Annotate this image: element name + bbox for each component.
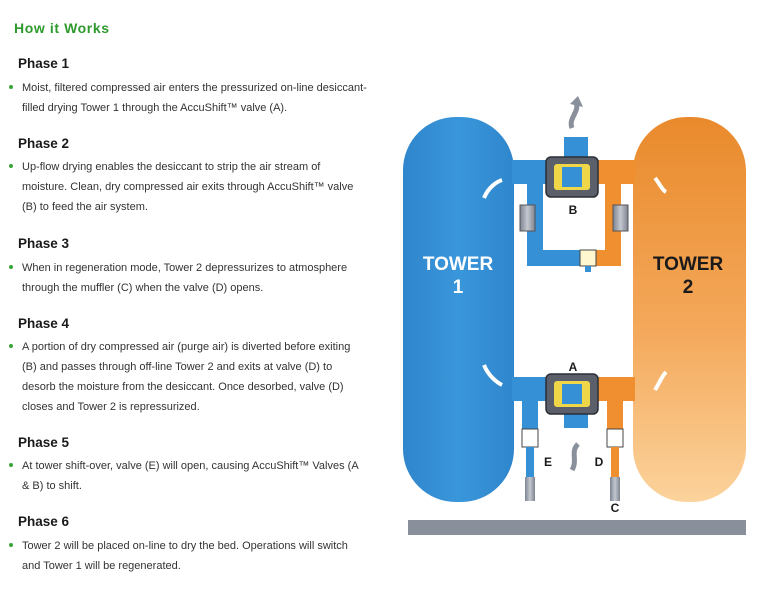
muffler-e-icon: [525, 477, 535, 501]
phase-1-body: Moist, filtered compressed air enters th…: [22, 82, 367, 114]
page-heading: How it Works: [14, 20, 110, 36]
exhaust-arrowhead: [570, 96, 583, 107]
bullet-icon: [9, 463, 13, 467]
valve-e-icon: [521, 428, 539, 448]
drain-pipe-e-lower: [526, 447, 534, 477]
phase-4-title: Phase 4: [18, 316, 70, 331]
label-a: A: [569, 360, 578, 374]
flow-arrow-icon: [653, 370, 668, 392]
valve-d-icon: [606, 428, 624, 448]
top-pipe-right: [597, 160, 635, 184]
inlet-arrow-icon: [569, 442, 580, 472]
label-c: C: [611, 501, 620, 515]
phase-6-body: Tower 2 will be placed on-line to dry th…: [22, 540, 348, 572]
purge-valve: [579, 249, 597, 267]
phase-1-text: Moist, filtered compressed air enters th…: [9, 78, 367, 118]
label-b: B: [569, 203, 578, 217]
base-plate: [408, 520, 746, 535]
bottom-pipe-right: [597, 377, 635, 401]
drain-pipe-e: [522, 401, 538, 429]
purge-pipe-bottom-left: [527, 250, 587, 266]
phase-1-title: Phase 1: [18, 56, 70, 71]
flow-arrow-icon: [482, 364, 503, 387]
tower-2: [633, 117, 746, 502]
flow-arrow-icon: [482, 178, 503, 199]
valve-a-spool: [562, 384, 582, 404]
bullet-icon: [9, 85, 13, 89]
bullet-icon: [9, 344, 13, 348]
tower-1-number: 1: [453, 277, 464, 298]
bullet-icon: [9, 543, 13, 547]
tower-2-number: 2: [683, 277, 694, 298]
bullet-icon: [9, 164, 13, 168]
phase-2-body: Up-flow drying enables the desiccant to …: [22, 161, 354, 213]
phase-5-title: Phase 5: [18, 435, 70, 450]
phase-4-text: A portion of dry compressed air (purge a…: [9, 337, 367, 417]
drain-pipe-d: [607, 401, 623, 429]
valve-b-spool: [562, 167, 582, 187]
tower-1: [403, 117, 514, 502]
label-d: D: [595, 455, 604, 469]
orifice-left: [519, 204, 536, 232]
phase-6-text: Tower 2 will be placed on-line to dry th…: [9, 536, 367, 576]
tower-2-label: TOWER: [653, 254, 724, 275]
phase-3-text: When in regeneration mode, Tower 2 depre…: [9, 258, 367, 298]
phase-3-title: Phase 3: [18, 236, 70, 251]
phase-4-body: A portion of dry compressed air (purge a…: [22, 341, 351, 413]
phase-2-text: Up-flow drying enables the desiccant to …: [9, 157, 367, 217]
phase-5-text: At tower shift-over, valve (E) will open…: [9, 456, 367, 496]
phase-5-body: At tower shift-over, valve (E) will open…: [22, 460, 359, 492]
muffler-c-icon: [610, 477, 620, 501]
exhaust-arrow-icon: [568, 101, 580, 129]
drain-pipe-d-lower: [611, 447, 619, 477]
flow-arrow-icon: [653, 176, 668, 194]
label-e: E: [544, 455, 552, 469]
tower-1-label: TOWER: [423, 254, 494, 275]
orifice-right: [612, 204, 629, 232]
phase-3-body: When in regeneration mode, Tower 2 depre…: [22, 262, 348, 294]
phase-6-title: Phase 6: [18, 514, 70, 529]
phase-2-title: Phase 2: [18, 136, 70, 151]
purge-valve-stem: [585, 266, 591, 272]
bullet-icon: [9, 265, 13, 269]
